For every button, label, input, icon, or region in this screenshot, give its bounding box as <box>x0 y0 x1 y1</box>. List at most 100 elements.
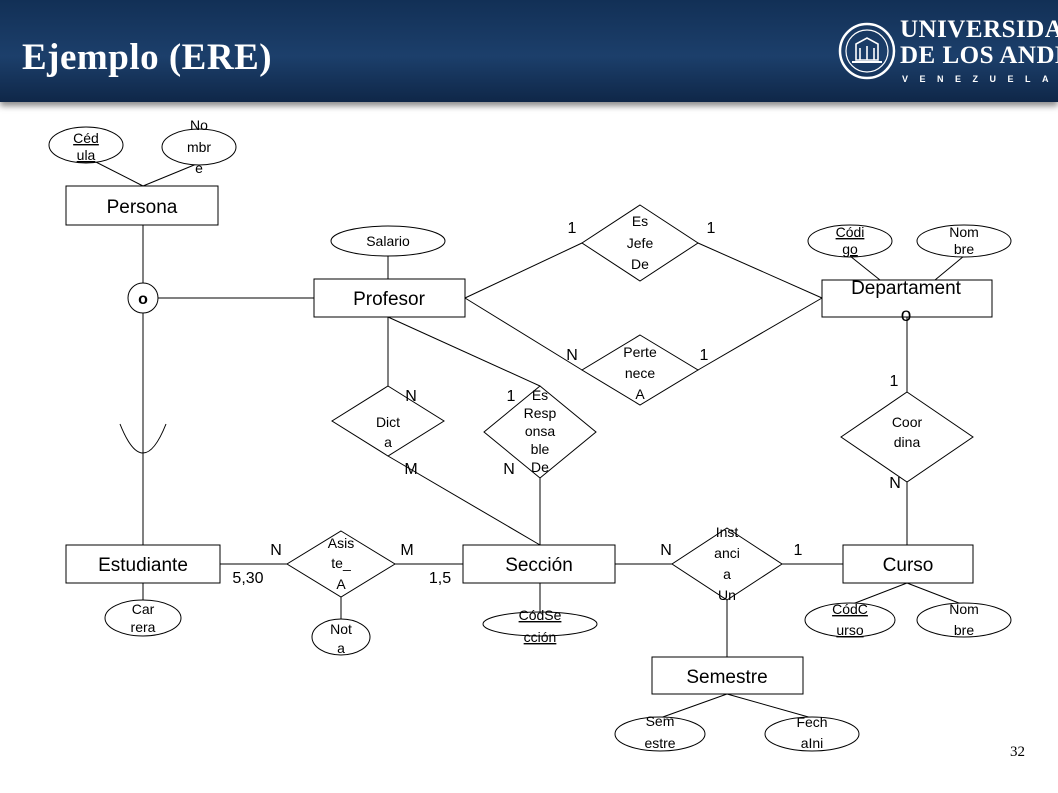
relationship-es-responsable-de-line3: onsa <box>525 423 556 439</box>
entity-curso: Curso <box>842 544 974 584</box>
entity-departamento: Departament o <box>821 278 993 326</box>
attribute-nombre-persona-line2: mbr <box>187 139 211 155</box>
entity-semestre-label: Semestre <box>686 667 767 688</box>
relationship-dicta-line1: Dict <box>376 414 400 430</box>
relationship-asiste-a-line2: te_ <box>331 555 351 571</box>
entity-departamento-label-line1: Departament <box>851 278 962 299</box>
relationship-coordina-line1: Coor <box>892 414 923 430</box>
specialization-circle: o <box>127 282 159 314</box>
page-number: 32 <box>1010 744 1025 760</box>
attribute-fechaini: Fech aIni <box>764 714 860 752</box>
cardinality-dicta-profesor: N <box>405 388 417 405</box>
relationship-coordina-line2: dina <box>894 434 921 450</box>
attribute-carrera-line2: rera <box>131 619 156 635</box>
attribute-semestre-line1: Sem <box>646 713 675 729</box>
cardinality-pertenece-departamento: 1 <box>700 347 709 364</box>
attribute-nombre-curso-line1: Nom <box>949 601 979 617</box>
logo-los-andes-text: DE LOS ANDES <box>900 42 1058 69</box>
cardinality-responsable-seccion: N <box>503 461 515 478</box>
relationship-instancia-un-line2: anci <box>714 545 740 561</box>
specialization-symbol: o <box>138 291 148 308</box>
cardinality-asiste-estudiante-range: 5,30 <box>232 570 263 587</box>
cardinality-jefe-departamento: 1 <box>707 220 716 237</box>
relationship-coordina: Coor dina <box>840 391 974 483</box>
relationship-asiste-a-line3: A <box>336 576 346 592</box>
cardinality-instancia-curso: 1 <box>794 542 803 559</box>
attribute-semestre: Sem estre <box>614 713 706 752</box>
attribute-codseccion-line1: CódSe <box>519 607 562 623</box>
university-seal-icon <box>838 22 896 80</box>
attribute-cedula: Céd ula <box>48 126 124 164</box>
attribute-codcurso-line2: urso <box>836 622 863 638</box>
relationship-es-jefe-de: Es Jefe De <box>581 204 699 282</box>
entity-profesor: Profesor <box>313 278 466 318</box>
attribute-nombre-curso-line2: bre <box>954 622 974 638</box>
attribute-nota: Not a <box>311 618 371 656</box>
relationship-instancia-un: Inst anci a Un <box>671 524 783 603</box>
attribute-codigo-depto: Códi go <box>807 224 893 258</box>
relationship-es-jefe-de-line2: Jefe <box>627 235 654 251</box>
attribute-nombre-depto: Nom bre <box>916 224 1012 258</box>
relationship-es-jefe-de-line3: De <box>631 256 649 272</box>
relationship-dicta-line2: a <box>384 434 392 450</box>
relationship-pertenece-a-line1: Perte <box>623 344 657 360</box>
attribute-nota-line1: Not <box>330 621 352 637</box>
attribute-nombre-curso: Nom bre <box>916 601 1012 638</box>
entity-semestre: Semestre <box>651 656 804 695</box>
attribute-codseccion-line2: cción <box>524 629 557 645</box>
diagram-connectors <box>85 156 965 719</box>
relationship-es-jefe-de-line1: Es <box>632 213 648 229</box>
relationship-es-responsable-de: Es Resp onsa ble De <box>483 385 597 479</box>
attribute-nombre-depto-line2: bre <box>954 241 974 257</box>
attribute-codigo-depto-line2: go <box>842 241 858 257</box>
cardinality-coordina-departamento: 1 <box>890 373 899 390</box>
logo-venezuela-text: VENEZUELA <box>902 74 1058 84</box>
relationship-pertenece-a-line3: A <box>635 386 645 402</box>
cardinality-instancia-seccion: N <box>660 542 672 559</box>
attribute-salario: Salario <box>330 225 446 257</box>
entity-estudiante-label: Estudiante <box>98 555 188 576</box>
relationship-es-responsable-de-line4: ble <box>531 441 550 457</box>
cardinality-jefe-profesor: 1 <box>568 220 577 237</box>
attribute-codcurso: CódC urso <box>804 601 896 638</box>
entity-estudiante: Estudiante <box>65 544 221 584</box>
attribute-carrera: Car rera <box>104 599 182 637</box>
attribute-carrera-line1: Car <box>132 601 155 617</box>
attribute-nota-line2: a <box>337 640 345 656</box>
entity-departamento-label-line2: o <box>901 305 912 326</box>
relationship-es-responsable-de-line1: Es <box>532 387 548 403</box>
cardinality-labels: 1 1 N 1 N M 1 N 1 N N M 5,30 1,5 N 1 <box>232 220 900 587</box>
entity-seccion-label: Sección <box>505 555 573 576</box>
attribute-nombre-persona-line1: No <box>190 117 208 133</box>
relationship-instancia-un-line4: Un <box>718 587 736 603</box>
attribute-cedula-line2: ula <box>77 147 96 163</box>
entity-profesor-label: Profesor <box>353 289 425 310</box>
cardinality-asiste-estudiante: N <box>270 542 282 559</box>
relationship-instancia-un-line1: Inst <box>716 524 739 540</box>
cardinality-responsable-profesor: 1 <box>507 388 516 405</box>
relationship-instancia-un-line3: a <box>723 566 731 582</box>
relationship-asiste-a-line1: Asis <box>328 535 354 551</box>
cardinality-asiste-seccion-range: 1,5 <box>429 570 451 587</box>
attribute-codigo-depto-line1: Códi <box>836 224 865 240</box>
attribute-nombre-depto-line1: Nom <box>949 224 979 240</box>
entity-curso-label: Curso <box>883 555 934 576</box>
attribute-codseccion: CódSe cción <box>482 607 598 645</box>
attribute-fechaini-line2: aIni <box>801 735 824 751</box>
attribute-codcurso-line1: CódC <box>832 601 868 617</box>
slide-title: Ejemplo (ERE) <box>22 37 273 78</box>
entity-persona-label: Persona <box>107 197 178 218</box>
relationship-pertenece-a-line2: nece <box>625 365 656 381</box>
cardinality-asiste-seccion: M <box>400 542 413 559</box>
relationship-es-responsable-de-line5: De <box>531 459 549 475</box>
cardinality-coordina-curso: N <box>889 475 901 492</box>
relationship-dicta: Dict a <box>331 385 445 457</box>
attribute-nombre-persona: No mbr e <box>161 117 237 176</box>
relationship-es-responsable-de-line2: Resp <box>524 405 557 421</box>
attribute-cedula-line1: Céd <box>73 130 99 146</box>
relationship-asiste-a: Asis te_ A <box>286 530 396 598</box>
